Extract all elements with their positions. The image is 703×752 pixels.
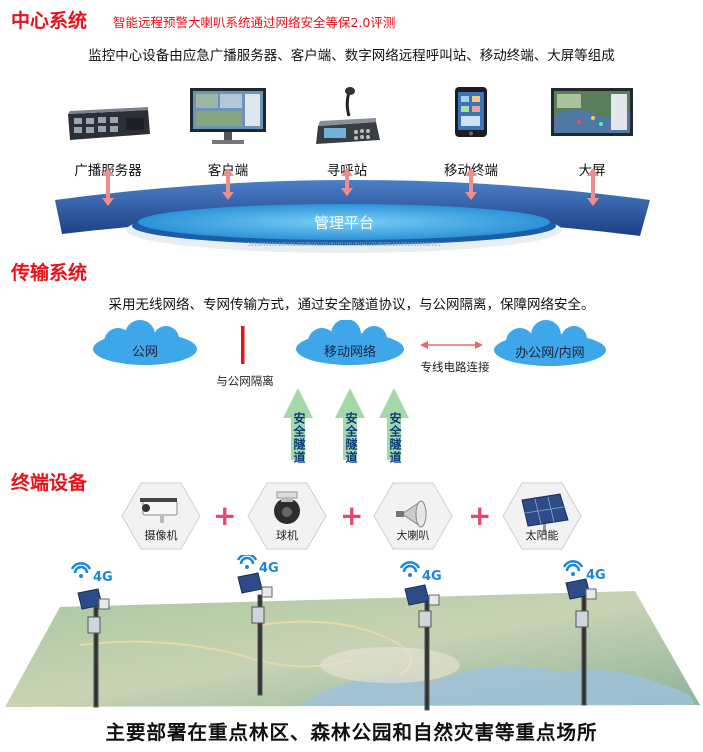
cloud-office-network-shape [494,320,606,366]
cloud-mobile-network-shape [296,320,404,365]
double-arrow-icon [341,168,353,196]
cloud-public-network: 公网 [131,345,158,360]
server-icon [68,107,150,140]
signal-4g-label: 4G [93,570,113,585]
transmission-description: 采用无线网络、专网传输方式，通过安全隧道协议，与公网隔离，保障网络安全。 [108,297,595,313]
terminal-device-label: 球机 [276,529,298,542]
isolation-label: 与公网隔离 [216,374,274,388]
plus-sign: + [213,499,237,532]
cloud-office-network: 办公网/内网 [515,346,585,361]
link-label: 专线电路连接 [420,360,490,374]
platform-links [102,168,599,206]
terminal-device-label: 摄像机 [144,529,178,542]
tunnel-arrow-shape [379,388,409,460]
double-arrow-icon [222,168,234,200]
svg-text:101001011010010110100101101001: 1010010110100101101001011010010110100101… [248,242,441,248]
dome-camera-icon [274,491,300,524]
double-arrow-icon [587,168,599,206]
deployment-footer: 主要部署在重点林区、森林公园和自然灾害等重点场所 [105,721,598,744]
bullet-camera-icon [140,498,178,523]
platform-label: 管理平台 [313,214,374,232]
large-screen-icon [551,88,633,136]
center-description: 监控中心设备由应急广播服务器、客户端、数字网络远程呼叫站、移动终端、大屏等组成 [88,48,615,64]
mobile-phone-icon [455,87,487,137]
terminal-section-title: 终端设备 [11,472,88,494]
horn-speaker-icon [396,500,427,528]
center-section-subtitle: 智能远程预警大喇叭系统通过网络安全等保2.0评测 [113,15,396,30]
device-client: 客户端 [178,86,278,181]
plus-sign: + [340,499,364,532]
paging-station-icon [316,87,380,144]
monitor-icon [190,88,266,144]
center-section-title: 中心系统 [11,10,88,32]
transmission-section-title: 传输系统 [11,262,88,284]
device-large-screen: 大屏 [542,86,642,181]
deployment-map-graphic [5,555,700,711]
cloud-mobile-network: 移动网络 [323,345,376,360]
solar-panel-icon [77,572,591,610]
device-broadcast-server: 广播服务器 [54,86,162,181]
tunnel-arrow-shape [283,388,313,460]
signal-4g-label: 4G [586,568,606,583]
isolation-bar [241,326,245,364]
terminal-device-label: 大喇叭 [396,529,430,542]
wifi-icon [70,555,584,578]
solar-panel-icon [521,493,569,534]
double-arrow-icon [102,168,114,206]
tunnel-label: 安全隧道 [344,412,358,464]
transmission-graphic [93,320,606,460]
double-arrow-icon [465,168,477,200]
signal-4g-label: 4G [259,561,279,576]
tunnel-label: 安全隧道 [292,412,306,464]
cloud-public-network-shape [93,320,197,365]
tunnel-label: 安全隧道 [388,412,402,464]
terminal-devices-graphic [121,482,582,550]
terminal-device-label: 太阳能 [525,529,559,542]
link-double-arrow-icon [420,341,483,349]
plus-sign: + [468,499,492,532]
management-platform-graphic: 1010010110100101101001011010010110100101… [55,180,650,253]
signal-4g-label: 4G [422,569,442,584]
tunnel-arrow-shape [335,388,365,460]
